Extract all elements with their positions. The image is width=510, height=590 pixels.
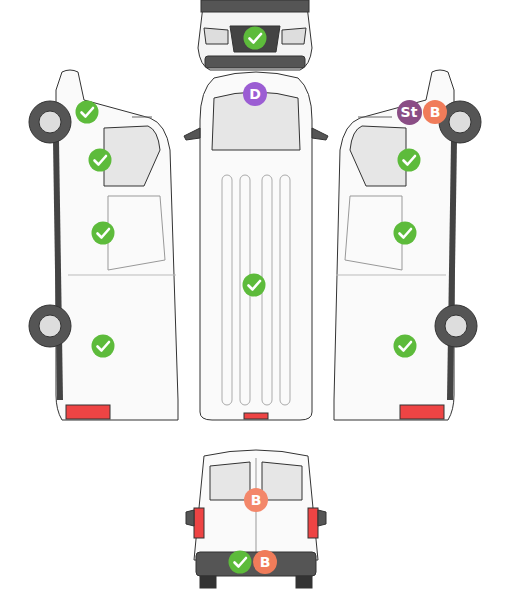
marker-letter: B (430, 105, 441, 119)
right-side-view (334, 70, 481, 420)
damage-marker: D (243, 82, 267, 106)
damage-marker: B (423, 100, 447, 124)
marker-letter: B (260, 555, 271, 569)
front-view (198, 0, 312, 70)
top-view (184, 72, 328, 420)
rear-view (186, 450, 326, 588)
marker-letter: B (251, 493, 262, 507)
marker-letter: D (249, 87, 261, 101)
damage-marker: B (244, 488, 268, 512)
damage-marker: B (253, 550, 277, 574)
ok-check-marks (76, 27, 421, 574)
marker-letter: St (401, 105, 418, 119)
left-side-view (29, 70, 178, 420)
damage-marker: St (397, 100, 422, 125)
